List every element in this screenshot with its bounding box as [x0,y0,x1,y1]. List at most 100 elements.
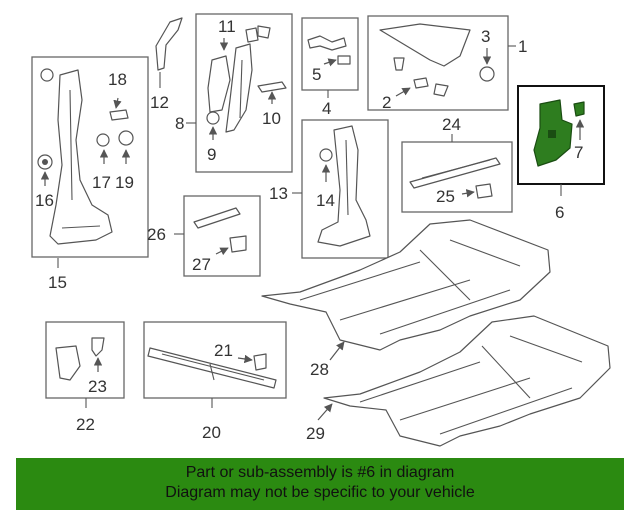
group-box-15 [31,56,149,258]
part-19-clip [118,130,134,146]
callout-15: 15 [48,273,67,292]
part-6-clip-hole [548,130,556,138]
part-11-clips [245,25,271,43]
callout-3: 3 [481,27,490,46]
callout-21: 21 [214,341,233,360]
callout-24: 24 [442,115,461,134]
group-box-24 [401,141,513,213]
part-3-cap [479,66,495,82]
callout-22: 22 [76,415,95,434]
callout-1: 1 [518,37,527,56]
part-13-trim [317,125,371,247]
part-11-trim [207,55,231,113]
part-14-retainer [319,148,333,162]
group-28: 28 [261,219,551,379]
callout-4: 4 [322,99,331,118]
group-box-26 [183,195,261,277]
arrow-25 [461,189,475,198]
arrow-18 [113,97,122,109]
callout-10: 10 [262,109,281,128]
part-20-detail [161,353,265,381]
part-24-detail [421,159,491,179]
part-13-detail [345,139,349,216]
callout-19: 19 [115,173,134,192]
arrow-28 [329,341,345,361]
callout-29: 29 [306,424,325,443]
callout-7: 7 [574,143,583,162]
part-29-detail [359,335,583,435]
callout-28: 28 [310,360,329,379]
group-box-8 [195,13,293,173]
part-17-clip [96,133,110,147]
notice-banner: Part or sub-assembly is #6 in diagram Di… [16,458,624,510]
arrow-27 [215,247,229,256]
part-28-front-carpet [261,219,551,351]
part-10-handle [257,81,287,93]
part-7-clip [573,101,585,117]
part-27-clip [229,235,247,253]
group-box-4 [301,17,359,91]
notice-line-2: Diagram may not be specific to your vehi… [165,484,475,501]
group-12: 12 [150,17,183,112]
part-12-trim [155,17,183,71]
callout-2: 2 [382,93,391,112]
part-22-bracket [55,345,81,381]
group-20: 21 20 [143,321,287,442]
callout-9: 9 [207,145,216,164]
part-2-clips [413,77,449,97]
callout-11: 11 [218,17,236,36]
part-1-trim [379,23,471,67]
notice-line-1: Part or sub-assembly is #6 in diagram [185,464,455,481]
group-15: 18 16 17 19 15 [31,56,149,292]
group-22: 23 22 [45,321,125,434]
callout-14: 14 [316,191,335,210]
arrow-29 [317,403,333,421]
group-box-1 [367,15,509,111]
part-15-pillar-trim [49,69,113,245]
part-16-center [42,159,48,165]
group-box-13 [301,119,389,259]
callout-12: 12 [150,93,169,112]
callout-25: 25 [436,187,455,206]
part-26-strip [193,207,241,229]
part-5-cap [337,55,351,65]
callout-5: 5 [312,65,321,84]
part-23-clip [91,337,105,357]
callout-18: 18 [108,70,127,89]
group-26: 26 27 [147,195,261,277]
part-29-rear-carpet [323,315,611,447]
callout-6: 6 [555,203,564,222]
part-20-sill [147,347,277,389]
group-box-20 [143,321,287,399]
part-25-clip [475,183,493,199]
group-29: 29 [306,315,611,447]
callout-23: 23 [88,377,107,396]
group-24: 24 25 [401,115,513,213]
part-8-trim [225,43,253,133]
part-15-detail [61,89,101,229]
arrow-5 [323,58,337,67]
group-1: 2 3 1 [367,15,527,112]
part-9-fastener [206,111,220,125]
part-8-detail [239,59,243,119]
part-18-clip [109,109,129,121]
group-8: 8 11 9 10 [175,13,293,173]
callout-13: 13 [269,184,288,203]
group-box-22 [45,321,125,399]
callout-8: 8 [175,114,184,133]
arrow-21 [237,354,253,364]
callout-20: 20 [202,423,221,442]
part-4-handle [307,35,347,51]
part-28-detail [299,239,521,335]
group-13: 13 14 [269,119,389,259]
part-24-sill [409,157,501,189]
group-4: 5 4 [301,17,359,118]
group-6-highlighted: 7 6 [517,85,605,222]
callout-16: 16 [35,191,54,210]
callout-17: 17 [92,173,111,192]
arrow-2 [395,87,411,97]
part-1-bolt [393,57,405,71]
callout-27: 27 [192,255,211,274]
callout-26: 26 [147,225,166,244]
